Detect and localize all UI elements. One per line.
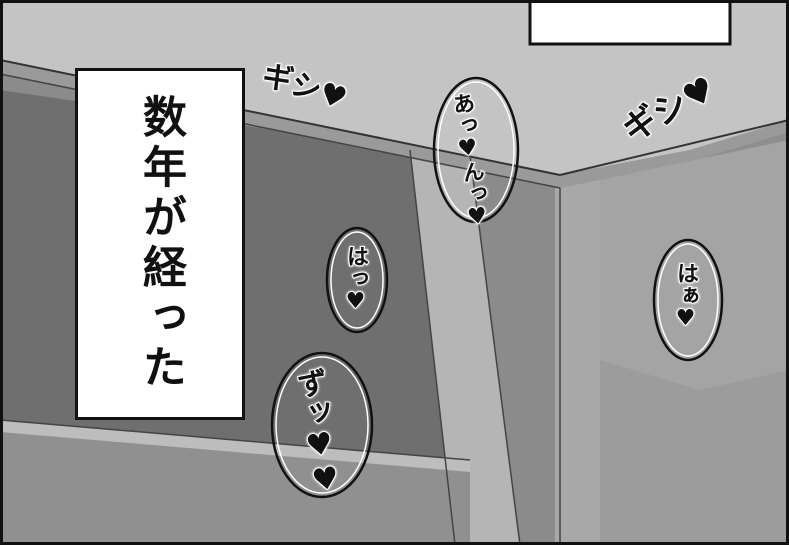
lower-shelf-edge xyxy=(0,420,470,472)
narration-text: 数年が経った xyxy=(135,94,186,394)
sfx-moan-small: はっ♥ xyxy=(342,244,369,315)
desk-leg-left xyxy=(410,150,520,545)
desk-right-side xyxy=(600,140,789,390)
sfx-outline-top-inner xyxy=(437,81,515,219)
sfx-outline-right xyxy=(652,238,724,362)
lower-shelf xyxy=(0,430,470,545)
sfx-outline-bottom xyxy=(270,351,374,499)
shelf-line xyxy=(0,419,471,461)
sfx-outline-right-inner xyxy=(657,243,719,357)
edge-line-2 xyxy=(559,119,789,176)
sfx-outline-small-inner xyxy=(330,231,384,329)
sfx-outline-small xyxy=(325,226,389,334)
top-speech-box xyxy=(528,0,732,46)
sfx-outline-top xyxy=(432,76,520,224)
sfx-outline-bottom-inner xyxy=(275,356,369,494)
leg-line-2 xyxy=(469,154,521,545)
leg-line-1 xyxy=(409,149,456,545)
sfx-moan-right: はぁ♥ xyxy=(672,261,699,332)
desk-leg-right xyxy=(555,170,600,545)
narration-caption-box: 数年が経った xyxy=(75,68,245,420)
